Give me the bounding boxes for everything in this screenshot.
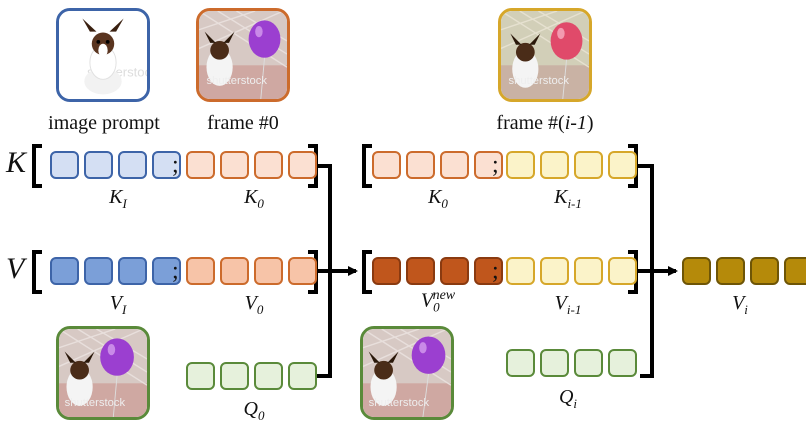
token-row-vprev bbox=[506, 257, 637, 285]
caption-frame-prev-suffix: ) bbox=[586, 112, 594, 134]
token bbox=[50, 257, 79, 285]
token-row-vi bbox=[50, 257, 181, 285]
dog-balloon-icon: shutterstock bbox=[59, 329, 147, 417]
caption-image-prompt: image prompt bbox=[48, 112, 160, 134]
token-row-q0 bbox=[186, 362, 317, 390]
watermark: shutterstock bbox=[206, 75, 267, 87]
bracket-k-right-open bbox=[362, 144, 372, 188]
token bbox=[288, 151, 317, 179]
dog-balloon-icon: shutterstock bbox=[501, 11, 589, 99]
watermark: shutterstock bbox=[508, 75, 569, 87]
dog-icon: shutterstock bbox=[59, 11, 147, 99]
label-v-i: VI bbox=[109, 292, 127, 317]
token bbox=[540, 257, 569, 285]
frame0-thumbnail: shutterstock bbox=[196, 8, 290, 102]
token bbox=[440, 151, 469, 179]
query-thumbnail-i: shutterstock bbox=[360, 326, 454, 420]
semicolon: ; bbox=[172, 258, 179, 284]
token-row-v0new bbox=[372, 257, 503, 285]
token bbox=[254, 257, 283, 285]
token bbox=[716, 257, 745, 285]
caption-frame-prev-index: i-1 bbox=[564, 112, 587, 134]
token bbox=[118, 151, 147, 179]
token bbox=[540, 151, 569, 179]
token-row-k0 bbox=[186, 151, 317, 179]
token bbox=[152, 257, 181, 285]
row-letter-v: V bbox=[6, 252, 25, 285]
token bbox=[254, 362, 283, 390]
frame-prev-thumbnail: shutterstock bbox=[498, 8, 592, 102]
token bbox=[608, 151, 637, 179]
token bbox=[574, 349, 603, 377]
token bbox=[186, 151, 215, 179]
bracket-v-right-open bbox=[362, 250, 372, 294]
caption-frame-prev-prefix: frame #( bbox=[496, 112, 565, 134]
token bbox=[118, 257, 147, 285]
token bbox=[220, 151, 249, 179]
token-row-vi-out bbox=[682, 257, 806, 285]
token bbox=[406, 151, 435, 179]
token-row-ki bbox=[50, 151, 181, 179]
token bbox=[784, 257, 806, 285]
token bbox=[84, 151, 113, 179]
token-row-v0 bbox=[186, 257, 317, 285]
watermark: shutterstock bbox=[65, 397, 126, 409]
caption-frame-prev: frame #(i-1) bbox=[480, 112, 610, 135]
token bbox=[474, 151, 503, 179]
bracket-v-left-open bbox=[32, 250, 42, 294]
label-v-i-out: Vi bbox=[732, 292, 748, 317]
query-thumbnail-0: shutterstock bbox=[56, 326, 150, 420]
token-row-qi bbox=[506, 349, 637, 377]
token bbox=[440, 257, 469, 285]
label-v-0: V0 bbox=[244, 292, 264, 317]
token bbox=[288, 362, 317, 390]
image-prompt-thumbnail: shutterstock bbox=[56, 8, 150, 102]
token bbox=[372, 151, 401, 179]
token bbox=[750, 257, 779, 285]
label-k-0-right: K0 bbox=[428, 186, 448, 211]
token bbox=[608, 257, 637, 285]
token bbox=[152, 151, 181, 179]
token bbox=[540, 349, 569, 377]
bracket-k-left-open bbox=[32, 144, 42, 188]
semicolon: ; bbox=[172, 152, 179, 178]
token bbox=[220, 362, 249, 390]
label-q-0: Q0 bbox=[243, 398, 265, 423]
label-k-0: K0 bbox=[244, 186, 264, 211]
token bbox=[186, 257, 215, 285]
label-k-i: KI bbox=[109, 186, 127, 211]
token bbox=[682, 257, 711, 285]
token bbox=[372, 257, 401, 285]
semicolon: ; bbox=[492, 258, 499, 284]
token bbox=[474, 257, 503, 285]
token bbox=[574, 257, 603, 285]
token bbox=[254, 151, 283, 179]
label-v-prev: Vi-1 bbox=[554, 292, 582, 317]
token-row-k0-right bbox=[372, 151, 503, 179]
dog-balloon-icon: shutterstock bbox=[363, 329, 451, 417]
row-letter-k: K bbox=[6, 146, 27, 179]
caption-frame0: frame #0 bbox=[207, 112, 279, 134]
token bbox=[50, 151, 79, 179]
label-v-0new: V0new bbox=[420, 288, 456, 315]
token bbox=[220, 257, 249, 285]
label-k-prev: Ki-1 bbox=[554, 186, 582, 211]
dog-balloon-icon: shutterstock bbox=[199, 11, 287, 99]
token bbox=[406, 257, 435, 285]
token bbox=[84, 257, 113, 285]
token bbox=[506, 151, 535, 179]
label-q-i: Qi bbox=[558, 386, 578, 411]
token bbox=[506, 257, 535, 285]
token bbox=[574, 151, 603, 179]
token-row-kprev bbox=[506, 151, 637, 179]
token bbox=[608, 349, 637, 377]
semicolon: ; bbox=[492, 152, 499, 178]
token bbox=[506, 349, 535, 377]
token bbox=[288, 257, 317, 285]
token bbox=[186, 362, 215, 390]
watermark: shutterstock bbox=[369, 397, 430, 409]
